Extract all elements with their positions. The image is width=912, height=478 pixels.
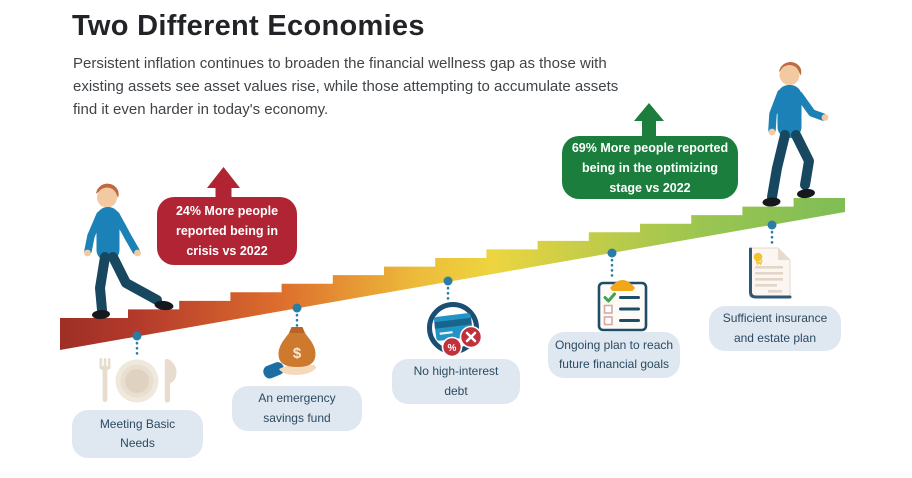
connector-4 (607, 248, 617, 279)
milestone-label-emergency-fund: An emergency savings fund (232, 386, 362, 431)
optimizing-stat-callout: 69% More people reported being in the op… (562, 136, 738, 199)
intro-line-1: Persistent inflation continues to broade… (73, 55, 607, 72)
savings-bag-hand-icon: $ (263, 327, 317, 379)
intro-paragraph: Persistent inflation continues to broade… (73, 52, 618, 121)
milestone-label-text: Ongoing plan to reach future financial g… (554, 337, 674, 371)
crisis-up-arrow-icon (207, 167, 240, 199)
milestone-label-basic-needs: Meeting Basic Needs (72, 410, 203, 458)
connector-3 (443, 276, 453, 305)
connector-2 (292, 303, 302, 332)
connector-5 (767, 220, 777, 248)
credit-card-blocked-icon: % (427, 302, 483, 358)
milestone-label-text: An emergency savings fund (258, 391, 336, 425)
svg-text:$: $ (293, 345, 302, 362)
milestone-connectors (132, 220, 777, 360)
milestone-label-ongoing-plan: Ongoing plan to reach future financial g… (548, 332, 680, 378)
optimizing-stat-text: 69% More people reported being in the op… (571, 140, 729, 195)
insurance-document-icon (749, 247, 792, 299)
meal-plate-icon (99, 358, 177, 403)
milestone-label-no-debt: No high-interest debt (392, 359, 520, 404)
milestone-label-text: Meeting Basic Needs (99, 416, 176, 450)
person-climbing-top-stairs (762, 62, 829, 207)
checklist-clipboard-icon (597, 280, 648, 332)
intro-line-2: existing assets see asset values rise, w… (73, 78, 619, 95)
page-title: Two Different Economies (72, 10, 425, 42)
gradient-staircase (60, 198, 845, 350)
optimizing-up-arrow-icon (634, 103, 664, 138)
person-climbing-low-stairs (84, 183, 174, 320)
svg-text:%: % (448, 343, 457, 354)
milestone-label-insurance-estate: Sufficient insurance and estate plan (709, 306, 841, 351)
crisis-stat-text: 24% More people reported being in crisis… (175, 204, 279, 258)
crisis-stat-callout: 24% More people reported being in crisis… (157, 197, 297, 265)
connector-1 (132, 331, 142, 360)
milestone-label-text: Sufficient insurance and estate plan (722, 311, 828, 345)
intro-line-3: find it even harder in today's economy. (73, 101, 329, 118)
milestone-label-text: No high-interest debt (413, 364, 499, 398)
